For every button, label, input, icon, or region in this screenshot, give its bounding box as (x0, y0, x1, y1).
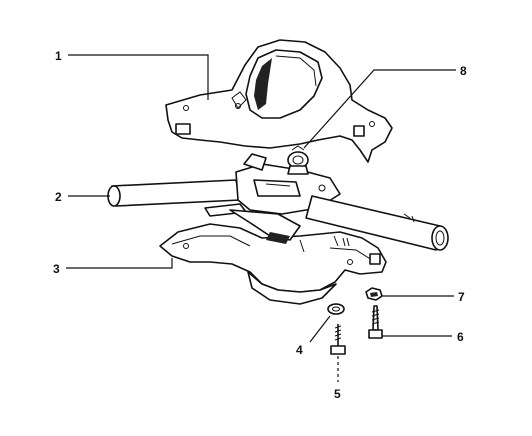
nut (365, 287, 383, 301)
callout-6: 6 (457, 330, 464, 344)
leader-line-8 (303, 69, 456, 149)
leader-line-1 (68, 54, 209, 100)
washer (327, 303, 345, 315)
callout-7: 7 (458, 290, 465, 304)
leader-lines (66, 54, 456, 382)
callout-labels: 1 2 3 4 5 6 7 8 (53, 49, 467, 401)
callout-1: 1 (55, 49, 62, 63)
clamp (287, 145, 309, 175)
bolt (330, 324, 346, 355)
screw (368, 305, 383, 339)
callout-4: 4 (296, 343, 303, 357)
callout-5: 5 (334, 387, 341, 401)
lower-handlebar-cover (159, 223, 387, 305)
callout-2: 2 (55, 190, 62, 204)
leader-line-3 (66, 258, 173, 269)
handlebar-tube (107, 153, 449, 251)
callout-3: 3 (53, 262, 60, 276)
upper-handlebar-cover (165, 39, 393, 163)
callout-8: 8 (460, 64, 467, 78)
leader-line-4 (309, 315, 331, 343)
